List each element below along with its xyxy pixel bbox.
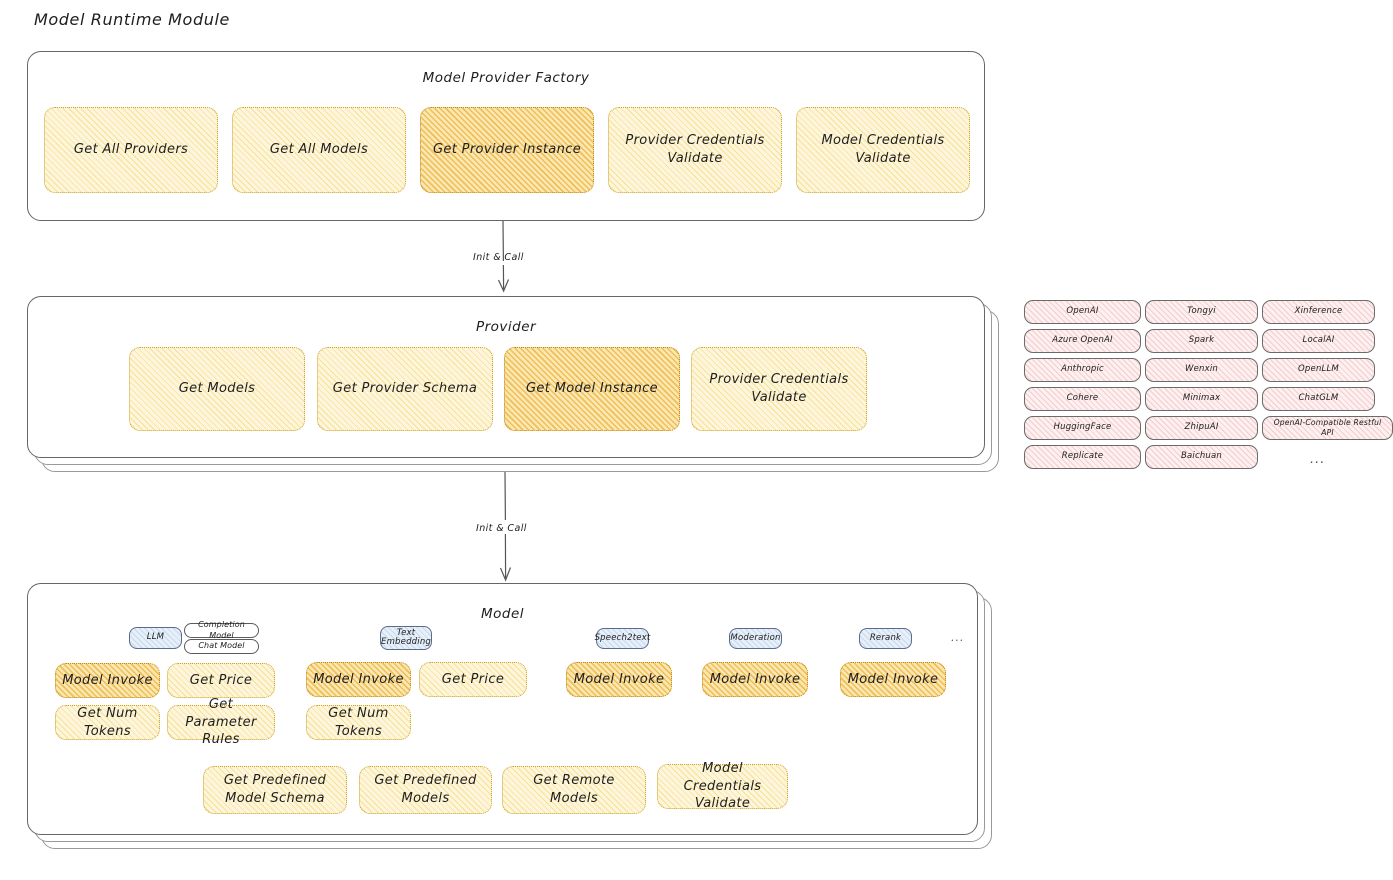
model-llm-node-get-parameter-rules[interactable]: Get Parameter Rules	[167, 697, 275, 747]
provider-node-get-model-instance[interactable]: Get Model Instance	[504, 347, 680, 431]
provider-chip-baichuan[interactable]: Baichuan	[1145, 445, 1258, 469]
provider-chip-anthropic[interactable]: Anthropic	[1024, 358, 1141, 382]
model-subbadge-completion-model[interactable]: Completion Model	[184, 620, 259, 640]
model-badge-speech2text[interactable]: Speech2text	[595, 628, 650, 649]
provider-title: Provider	[475, 319, 537, 335]
provider-chip-huggingface[interactable]: HuggingFace	[1024, 416, 1141, 440]
factory-node-get-all-providers[interactable]: Get All Providers	[44, 107, 218, 193]
arrow-provider-to-model	[499, 471, 512, 582]
model-text-embedding-node-get-num-tokens[interactable]: Get Num Tokens	[306, 705, 411, 740]
model-subbadge-chat-model[interactable]: Chat Model	[184, 639, 259, 654]
model-llm-node-get-num-tokens[interactable]: Get Num Tokens	[55, 705, 160, 740]
provider-node-get-provider-schema[interactable]: Get Provider Schema	[317, 347, 493, 431]
model-moderation-node-model-invoke[interactable]: Model Invoke	[702, 662, 808, 697]
model-speech2text-node-model-invoke[interactable]: Model Invoke	[566, 662, 672, 697]
provider-node-get-models[interactable]: Get Models	[129, 347, 305, 431]
provider-chip-chatglm[interactable]: ChatGLM	[1262, 387, 1375, 411]
provider-chip-spark[interactable]: Spark	[1145, 329, 1258, 353]
provider-chip-tongyi[interactable]: Tongyi	[1145, 300, 1258, 324]
model-title: Model	[480, 606, 525, 622]
model-groups-more: ...	[951, 631, 965, 644]
model-common-node-get-predefined-model-schema[interactable]: Get Predefined Model Schema	[203, 766, 347, 814]
model-badge-text-embedding[interactable]: Text Embedding	[380, 626, 432, 650]
model-rerank-node-model-invoke[interactable]: Model Invoke	[840, 662, 946, 697]
model-badge-llm[interactable]: LLM	[129, 627, 182, 649]
provider-chip-minimax[interactable]: Minimax	[1145, 387, 1258, 411]
model-badge-rerank[interactable]: Rerank	[859, 628, 912, 649]
model-common-node-model-credentials-validate[interactable]: Model Credentials Validate	[657, 761, 788, 811]
provider-chip-cohere[interactable]: Cohere	[1024, 387, 1141, 411]
model-provider-factory-title: Model Provider Factory	[422, 70, 590, 86]
model-text-embedding-node-model-invoke[interactable]: Model Invoke	[306, 662, 411, 697]
factory-node-provider-credentials-validate[interactable]: Provider Credentials Validate	[608, 107, 782, 193]
model-text-embedding-node-get-price[interactable]: Get Price	[419, 662, 527, 697]
factory-node-get-all-models[interactable]: Get All Models	[232, 107, 406, 193]
page-title: Model Runtime Module	[34, 10, 230, 29]
factory-node-get-provider-instance[interactable]: Get Provider Instance	[420, 107, 594, 193]
provider-chip-zhipuai[interactable]: ZhipuAI	[1145, 416, 1258, 440]
provider-chip-xinference[interactable]: Xinference	[1262, 300, 1375, 324]
provider-chip-wenxin[interactable]: Wenxin	[1145, 358, 1258, 382]
arrow-provider-to-model-label: Init & Call	[476, 523, 527, 534]
provider-chip-openllm[interactable]: OpenLLM	[1262, 358, 1375, 382]
model-common-node-get-remote-models[interactable]: Get Remote Models	[502, 766, 646, 814]
provider-chip-localai[interactable]: LocalAI	[1262, 329, 1375, 353]
factory-node-model-credentials-validate[interactable]: Model Credentials Validate	[796, 107, 970, 193]
provider-list-more: ...	[1310, 452, 1326, 467]
provider-chip-replicate[interactable]: Replicate	[1024, 445, 1141, 469]
model-badge-moderation[interactable]: Moderation	[729, 628, 782, 649]
model-llm-node-model-invoke[interactable]: Model Invoke	[55, 663, 160, 698]
arrow-factory-to-provider	[497, 220, 510, 293]
provider-chip-openai-compatible-restful-api[interactable]: OpenAI-Compatible Restful API	[1262, 416, 1393, 440]
arrow-factory-to-provider-label: Init & Call	[473, 252, 524, 263]
provider-chip-azure-openai[interactable]: Azure OpenAI	[1024, 329, 1141, 353]
provider-node-provider-credentials-validate[interactable]: Provider Credentials Validate	[691, 347, 867, 431]
model-common-node-get-predefined-models[interactable]: Get Predefined Models	[359, 766, 492, 814]
provider-chip-openai[interactable]: OpenAI	[1024, 300, 1141, 324]
model-llm-node-get-price[interactable]: Get Price	[167, 663, 275, 698]
